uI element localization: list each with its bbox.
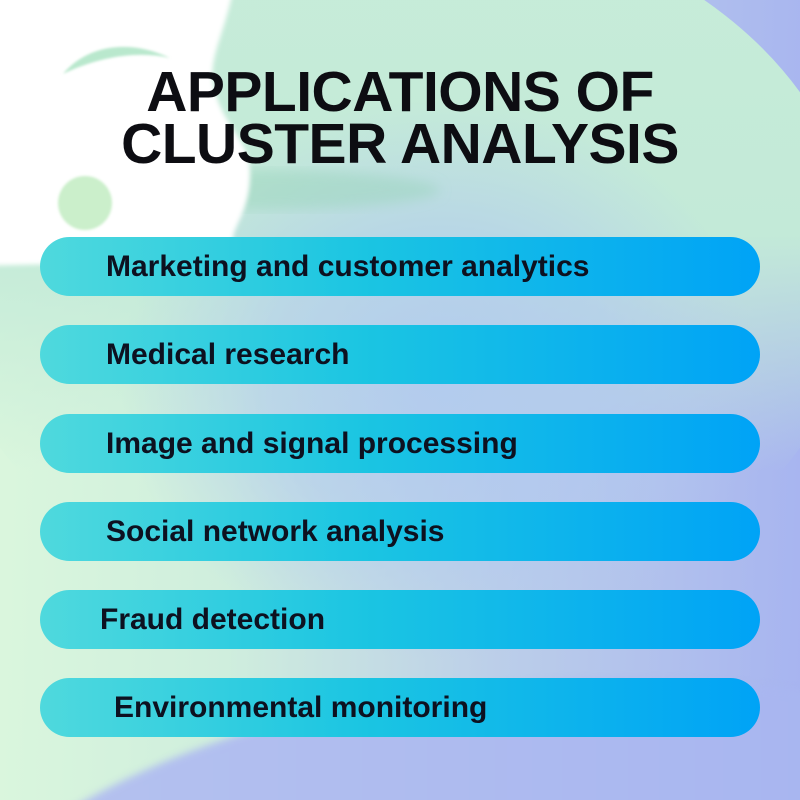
application-item-social-network: Social network analysis xyxy=(40,502,760,561)
page-title: APPLICATIONS OF CLUSTER ANALYSIS xyxy=(0,60,800,176)
application-item-environmental: Environmental monitoring xyxy=(40,678,760,737)
application-item-label: Environmental monitoring xyxy=(114,690,488,724)
application-item-medical: Medical research xyxy=(40,325,760,384)
application-item-image-signal: Image and signal processing xyxy=(40,414,760,473)
title-line-2: CLUSTER ANALYSIS xyxy=(121,112,679,176)
application-item-fraud: Fraud detection xyxy=(40,590,760,649)
application-item-label: Marketing and customer analytics xyxy=(106,249,590,283)
application-item-label: Image and signal processing xyxy=(106,426,518,460)
small-green-circle xyxy=(58,176,112,230)
application-item-marketing: Marketing and customer analytics xyxy=(40,237,760,296)
swoosh-crescent-shape xyxy=(63,46,170,74)
application-item-label: Social network analysis xyxy=(106,514,445,548)
application-item-label: Medical research xyxy=(106,337,350,371)
application-item-label: Fraud detection xyxy=(100,602,326,636)
title-line-1: APPLICATIONS OF xyxy=(146,60,654,124)
